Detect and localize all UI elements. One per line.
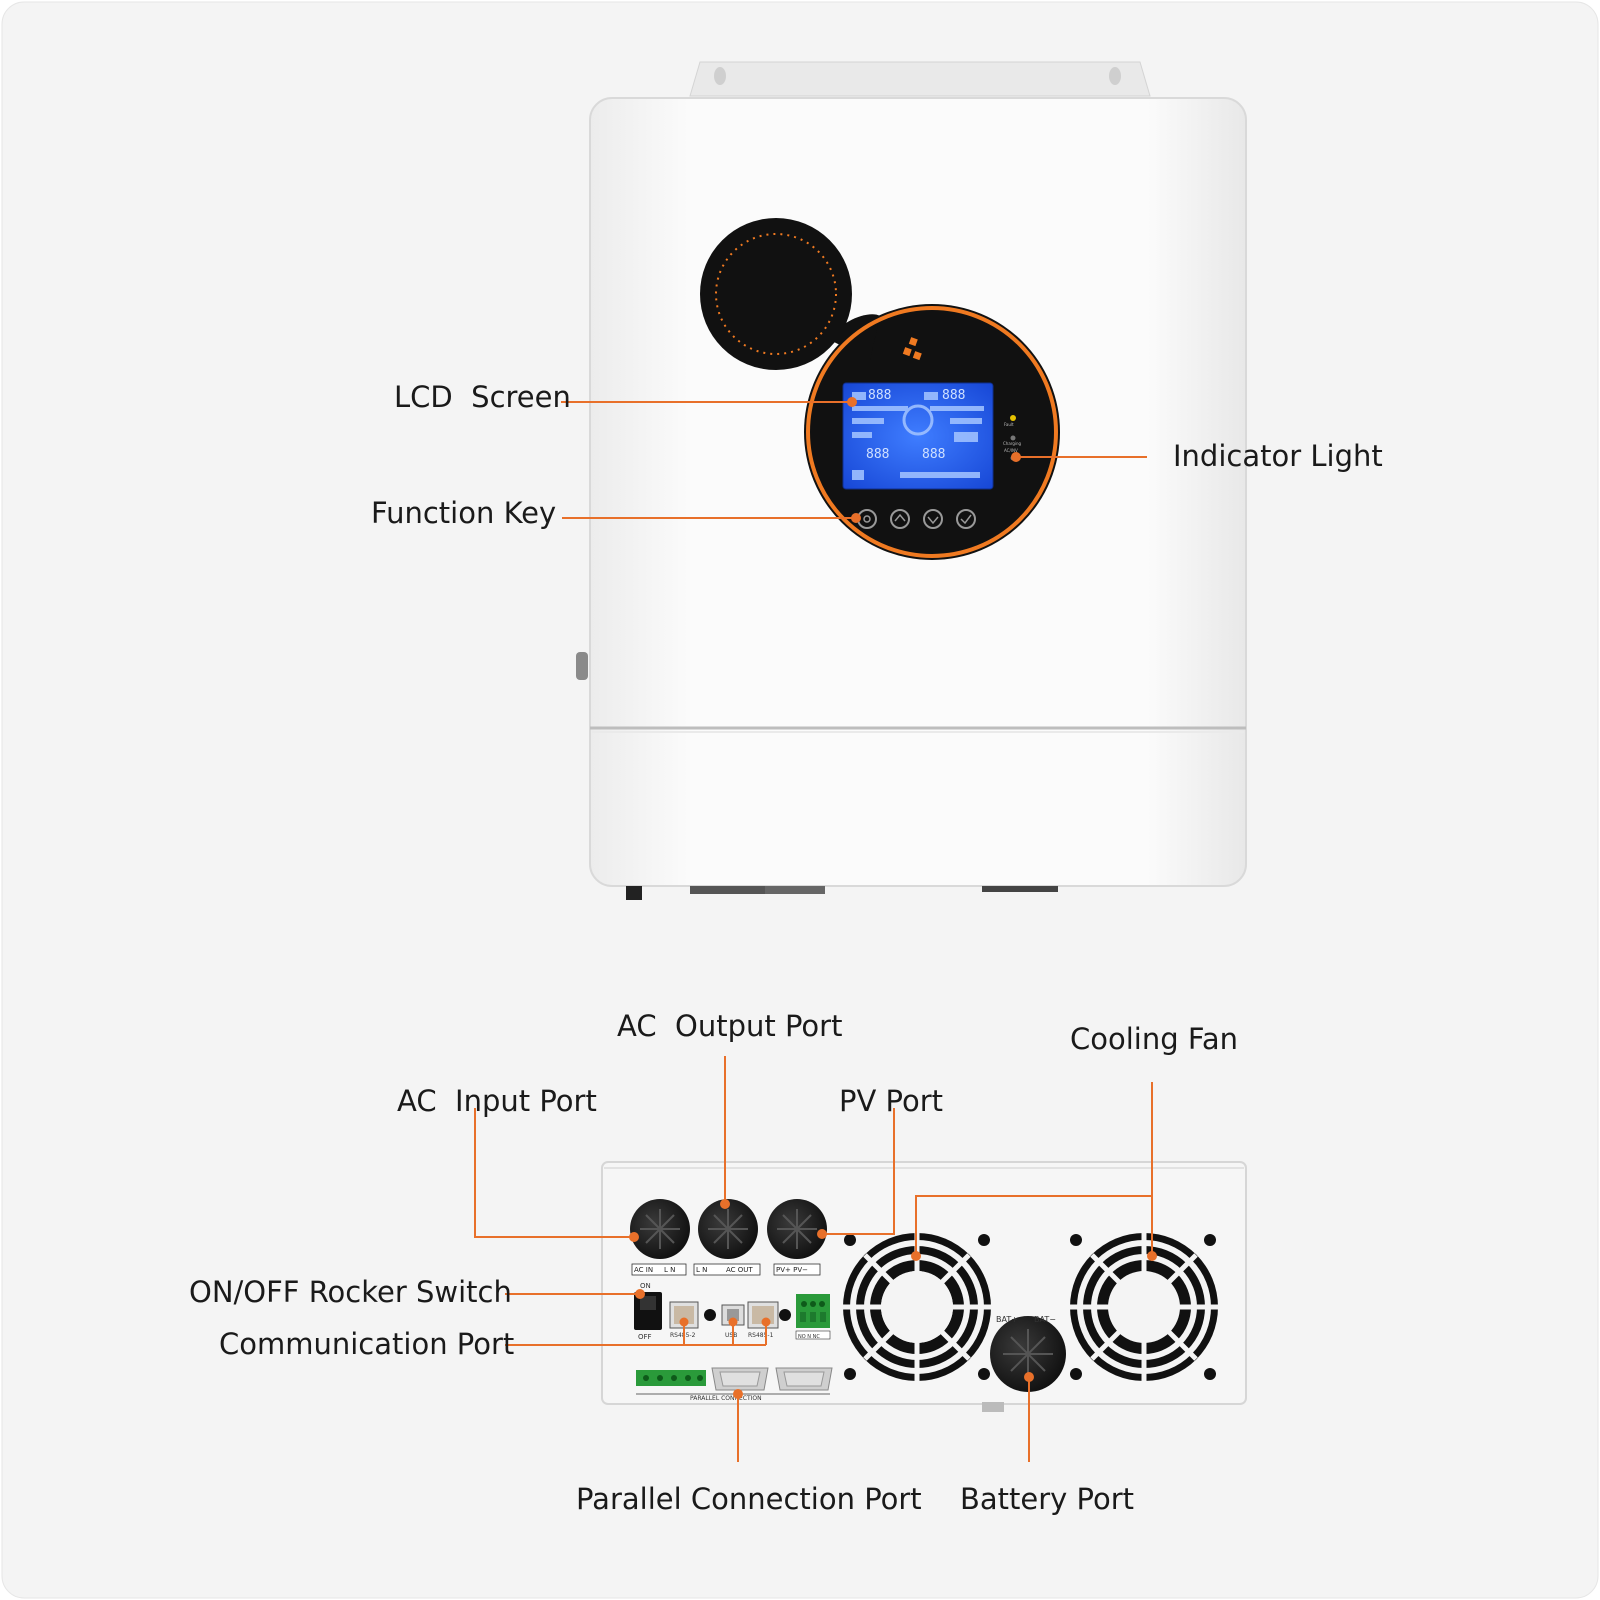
rocker-switch[interactable]: ON OFF [634, 1282, 662, 1341]
label-battery-port: Battery Port [960, 1482, 1135, 1516]
leader-battery [1024, 1372, 1034, 1462]
port-label-rs485-1: RS485-1 [748, 1332, 774, 1339]
label-cooling-fan: Cooling Fan [1070, 1022, 1239, 1056]
panel-label-ln-2: L N [696, 1266, 707, 1274]
battery-gland: BAT+ BAT− [990, 1315, 1066, 1392]
bottom-view-inverter: AC IN L N L N AC OUT PV+ PV− ON OFF [601, 1161, 1247, 1412]
display-ring [806, 306, 1058, 558]
indicator-label-ac-inv: AC/INV [1004, 448, 1018, 453]
mounting-bracket [689, 61, 1151, 97]
panel-label-ln-1: L N [664, 1266, 675, 1274]
label-on-off-switch: ON/OFF Rocker Switch [189, 1275, 512, 1309]
label-lcd-screen: LCD Screen [394, 380, 571, 414]
pv-gland [767, 1199, 827, 1259]
label-function-key: Function Key [371, 496, 557, 530]
panel-label-ac-in: AC IN [634, 1266, 653, 1274]
panel-label-pv: PV+ PV− [776, 1266, 808, 1274]
leader-parallel [733, 1389, 743, 1462]
label-ac-output-port: AC Output Port [617, 1009, 843, 1043]
dry-contact-label: NO N NC [798, 1334, 820, 1340]
up-key[interactable] [890, 509, 910, 529]
port-label-usb: USB [725, 1332, 737, 1339]
parallel-connection-ports[interactable]: PARALLEL CONNECTION [636, 1367, 833, 1402]
bat-minus-label: BAT− [1034, 1315, 1056, 1324]
lcd-segment: 888 [942, 388, 965, 403]
leader-lines [474, 397, 1157, 1462]
down-key[interactable] [923, 509, 943, 529]
leader-on-off-switch [505, 1289, 645, 1299]
enter-key[interactable] [956, 509, 976, 529]
leader-ac-input [474, 1108, 639, 1242]
leader-pv [817, 1108, 895, 1239]
leader-communication [505, 1317, 771, 1346]
dry-contact-terminal: NO N NC [795, 1294, 831, 1340]
function-keys[interactable] [857, 509, 976, 529]
lcd-segment: 888 [922, 447, 945, 462]
brand-logo [902, 337, 922, 361]
label-pv-port: PV Port [839, 1084, 944, 1118]
indicator-label-fault: Fault [1004, 422, 1014, 427]
leader-ac-output [720, 1056, 730, 1209]
label-parallel-connection-port: Parallel Connection Port [576, 1482, 922, 1516]
cooling-fan-right [1070, 1233, 1218, 1381]
port-label-rs485-2: RS485-2 [670, 1332, 696, 1339]
switch-off-label: OFF [638, 1333, 652, 1341]
side-knob [576, 652, 588, 680]
label-indicator-light: Indicator Light [1173, 439, 1383, 473]
ac-input-gland [630, 1199, 690, 1259]
switch-on-label: ON [640, 1282, 651, 1290]
ac-output-gland [698, 1199, 758, 1259]
label-ac-input-port: AC Input Port [397, 1084, 597, 1118]
panel-label-ac-out: AC OUT [726, 1266, 753, 1274]
lcd-segment: 888 [868, 388, 891, 403]
leader-cooling-fan [911, 1082, 1157, 1261]
label-communication-port: Communication Port [219, 1327, 515, 1361]
parallel-panel-label: PARALLEL CONNECTION [690, 1395, 762, 1402]
indicator-label-charging: Charging [1003, 441, 1022, 446]
bat-plus-label: BAT+ [996, 1315, 1018, 1324]
lcd-segment: 888 [866, 447, 889, 462]
top-dial [700, 218, 852, 370]
leader-lcd-screen [561, 397, 857, 407]
cooling-fan-left [842, 1232, 992, 1382]
leader-function-key [562, 513, 861, 523]
front-view-inverter: 888 888 888 888 Fault Charging AC/INV [576, 61, 1247, 900]
leader-indicator-light [1011, 452, 1147, 462]
